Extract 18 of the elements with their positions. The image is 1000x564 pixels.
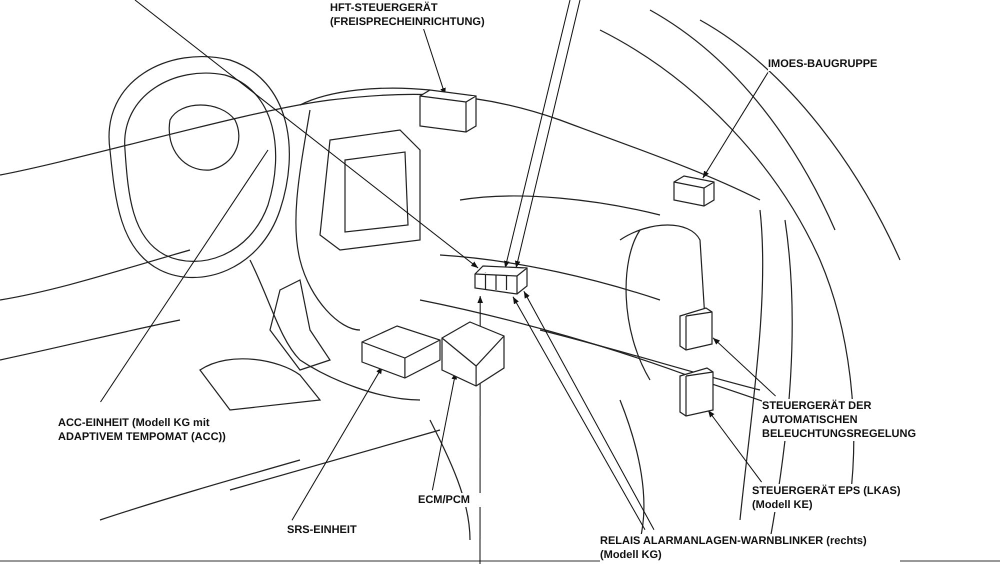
leader-line — [512, 296, 646, 530]
leader-line — [292, 366, 383, 521]
leader-line — [702, 72, 768, 179]
module-box — [680, 308, 712, 350]
callout-label: ACC-EINHEIT (Modell KG mit ADAPTIVEM TEMPOMAT (ACC)) — [58, 416, 228, 444]
leader-line — [708, 410, 762, 483]
leader-line — [514, 0, 580, 268]
leader-line — [100, 150, 268, 402]
callout-label: RELAIS ALARMANLAGEN-WARNBLINKER (rechts) (Modell KG) — [600, 534, 900, 562]
module-box — [475, 266, 527, 294]
module-box — [420, 90, 476, 132]
leader-line — [712, 337, 776, 397]
module-box — [674, 176, 714, 206]
leader-line — [134, 0, 479, 268]
leader-line — [504, 0, 570, 268]
leader-line — [477, 295, 483, 564]
module-box — [680, 368, 713, 416]
leader-line — [523, 290, 654, 530]
